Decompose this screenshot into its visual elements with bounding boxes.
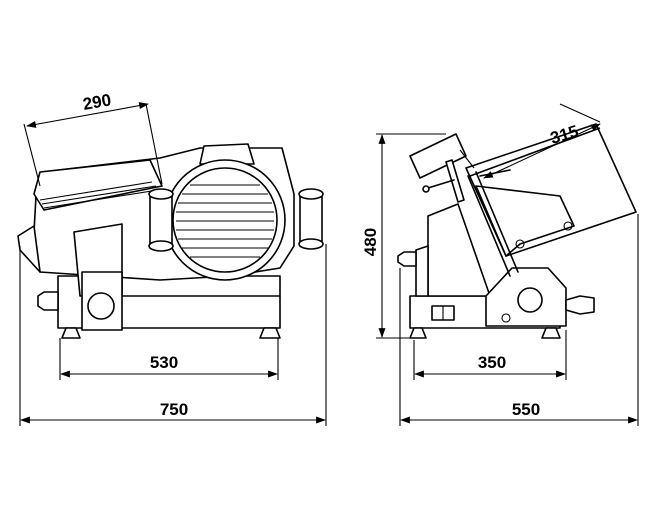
front-right-foot — [259, 327, 281, 339]
dim-label-480: 480 — [361, 228, 380, 256]
front-left-bracket — [149, 191, 173, 247]
side-carriage-rod — [467, 175, 511, 277]
side-front-knob — [565, 295, 595, 315]
side-dimensions: 480 315 350 550 — [361, 103, 639, 426]
front-tray — [33, 159, 163, 211]
dim-label-550: 550 — [512, 400, 540, 419]
side-right-foot — [541, 327, 561, 339]
front-dimensions: 290 530 750 — [19, 90, 327, 426]
dim-label-750: 750 — [160, 400, 188, 419]
dim-label-290: 290 — [81, 90, 112, 114]
dim-line-315 — [483, 123, 601, 179]
front-blade — [172, 167, 278, 273]
dim-label-530: 530 — [150, 353, 178, 372]
side-column — [427, 203, 491, 297]
side-blade-knob — [517, 287, 543, 313]
front-side-knob — [37, 291, 59, 311]
front-knob — [87, 292, 115, 320]
side-pusher-head — [409, 133, 467, 179]
dim-label-350: 350 — [478, 353, 506, 372]
side-carriage-panel — [475, 185, 575, 257]
side-view — [397, 123, 637, 339]
dim-line-290 — [26, 102, 149, 128]
front-view — [17, 143, 324, 339]
front-blade-lines — [176, 184, 274, 258]
front-right-bracket — [299, 193, 323, 245]
side-left-foot — [409, 327, 427, 339]
front-left-foot — [61, 327, 81, 339]
side-rear-knob — [397, 251, 417, 267]
